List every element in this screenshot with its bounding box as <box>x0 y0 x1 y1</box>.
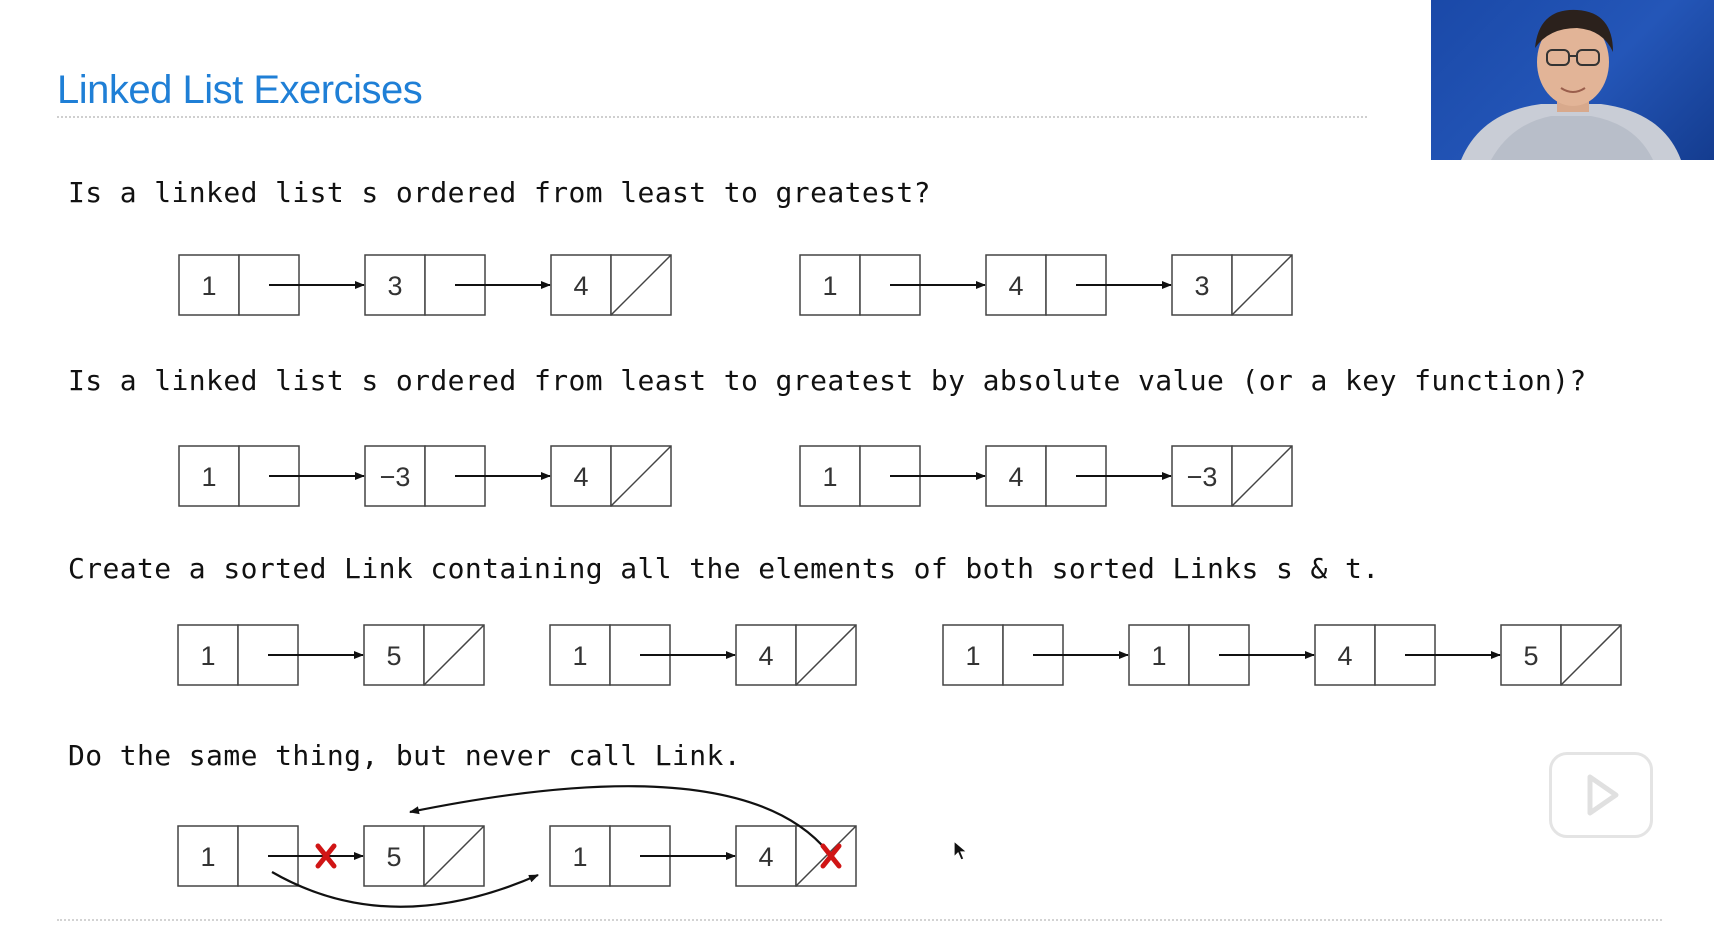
first-cell <box>550 445 612 507</box>
link-node: 5 <box>1500 624 1622 686</box>
node-value: −3 <box>1187 462 1218 492</box>
node-value: 4 <box>758 641 773 671</box>
link-node: 3 <box>1171 254 1293 316</box>
node-value: 1 <box>201 462 216 492</box>
node-value: 1 <box>822 271 837 301</box>
linked-list-q1-b: 1 4 3 <box>799 254 1293 316</box>
first-cell <box>364 254 426 316</box>
first-cell <box>550 254 612 316</box>
link-node: 1 <box>799 254 986 316</box>
node-value: 1 <box>965 641 980 671</box>
cursor-icon <box>953 839 969 866</box>
node-value: 4 <box>573 462 588 492</box>
first-cell <box>985 254 1047 316</box>
empty-slash <box>423 624 485 686</box>
node-value: 1 <box>200 641 215 671</box>
link-node: 4 <box>735 825 857 887</box>
link-node: 1 <box>177 624 364 686</box>
link-node: 4 <box>1314 624 1501 686</box>
node-value: 1 <box>200 842 215 872</box>
linked-list-q2-b: 1 4 −3 <box>799 445 1293 507</box>
linked-list-q3-result: 1 1 4 5 <box>942 624 1622 686</box>
link-node: 4 <box>985 445 1172 507</box>
first-cell <box>177 624 239 686</box>
link-node: 1 <box>1128 624 1315 686</box>
empty-slash <box>1231 254 1293 316</box>
node-value: 3 <box>387 271 402 301</box>
node-value: 1 <box>201 271 216 301</box>
link-node: 1 <box>799 445 986 507</box>
link-node: −3 <box>1171 445 1293 507</box>
link-node: 1 <box>549 624 736 686</box>
node-value: 5 <box>386 641 401 671</box>
first-cell <box>799 445 861 507</box>
first-cell <box>735 825 797 887</box>
node-value: 4 <box>1008 462 1023 492</box>
node-value: 1 <box>822 462 837 492</box>
question-merge-in-place: Do the same thing, but never call Link. <box>68 739 742 772</box>
question-ordered: Is a linked list s ordered from least to… <box>68 176 931 209</box>
empty-slash <box>610 445 672 507</box>
linked-list-q2-a: 1 −3 4 <box>178 445 672 507</box>
link-node: 4 <box>985 254 1172 316</box>
red-x-icon <box>315 843 337 869</box>
link-node: −3 <box>364 445 551 507</box>
video-play-button[interactable] <box>1549 752 1653 838</box>
merge-in-place-annotations <box>271 785 842 908</box>
node-value: 5 <box>386 842 401 872</box>
node-value: 4 <box>1008 271 1023 301</box>
first-cell <box>1171 254 1233 316</box>
first-cell <box>549 825 611 887</box>
link-node: 4 <box>550 445 672 507</box>
link-node: 1 <box>942 624 1129 686</box>
first-cell <box>177 825 239 887</box>
first-cell <box>364 445 426 507</box>
empty-slash <box>423 825 485 887</box>
node-value: 4 <box>758 842 773 872</box>
node-value: 4 <box>1337 641 1352 671</box>
link-node: 1 <box>549 825 736 887</box>
link-node: 5 <box>363 624 485 686</box>
link-node: 4 <box>550 254 672 316</box>
question-ordered-by-key: Is a linked list s ordered from least to… <box>68 364 1587 397</box>
empty-slash <box>1560 624 1622 686</box>
node-value: 3 <box>1194 271 1209 301</box>
play-icon <box>1587 774 1619 816</box>
question-merge: Create a sorted Link containing all the … <box>68 552 1380 585</box>
empty-slash <box>610 254 672 316</box>
red-x-icon <box>820 843 842 869</box>
empty-slash <box>795 825 857 887</box>
node-value: 5 <box>1523 641 1538 671</box>
node-value: 1 <box>572 641 587 671</box>
link-node: 1 <box>177 825 364 887</box>
first-cell <box>942 624 1004 686</box>
link-node: 1 <box>178 445 365 507</box>
link-node: 3 <box>364 254 551 316</box>
empty-slash <box>795 624 857 686</box>
node-value: 1 <box>1151 641 1166 671</box>
linked-list-q1-a: 1 3 4 <box>178 254 672 316</box>
first-cell <box>1128 624 1190 686</box>
link-node: 1 <box>178 254 365 316</box>
curved-arrow-to-t <box>271 871 539 908</box>
bottom-divider <box>57 919 1662 921</box>
presenter-webcam <box>1431 0 1714 160</box>
title-divider <box>57 116 1367 118</box>
node-value: 1 <box>572 842 587 872</box>
curved-arrow-to-5 <box>409 785 829 853</box>
node-value: −3 <box>380 462 411 492</box>
node-value: 4 <box>573 271 588 301</box>
slide-title: Linked List Exercises <box>57 68 423 112</box>
link-node: 4 <box>735 624 857 686</box>
empty-slash <box>1231 445 1293 507</box>
link-node: 5 <box>363 825 485 887</box>
